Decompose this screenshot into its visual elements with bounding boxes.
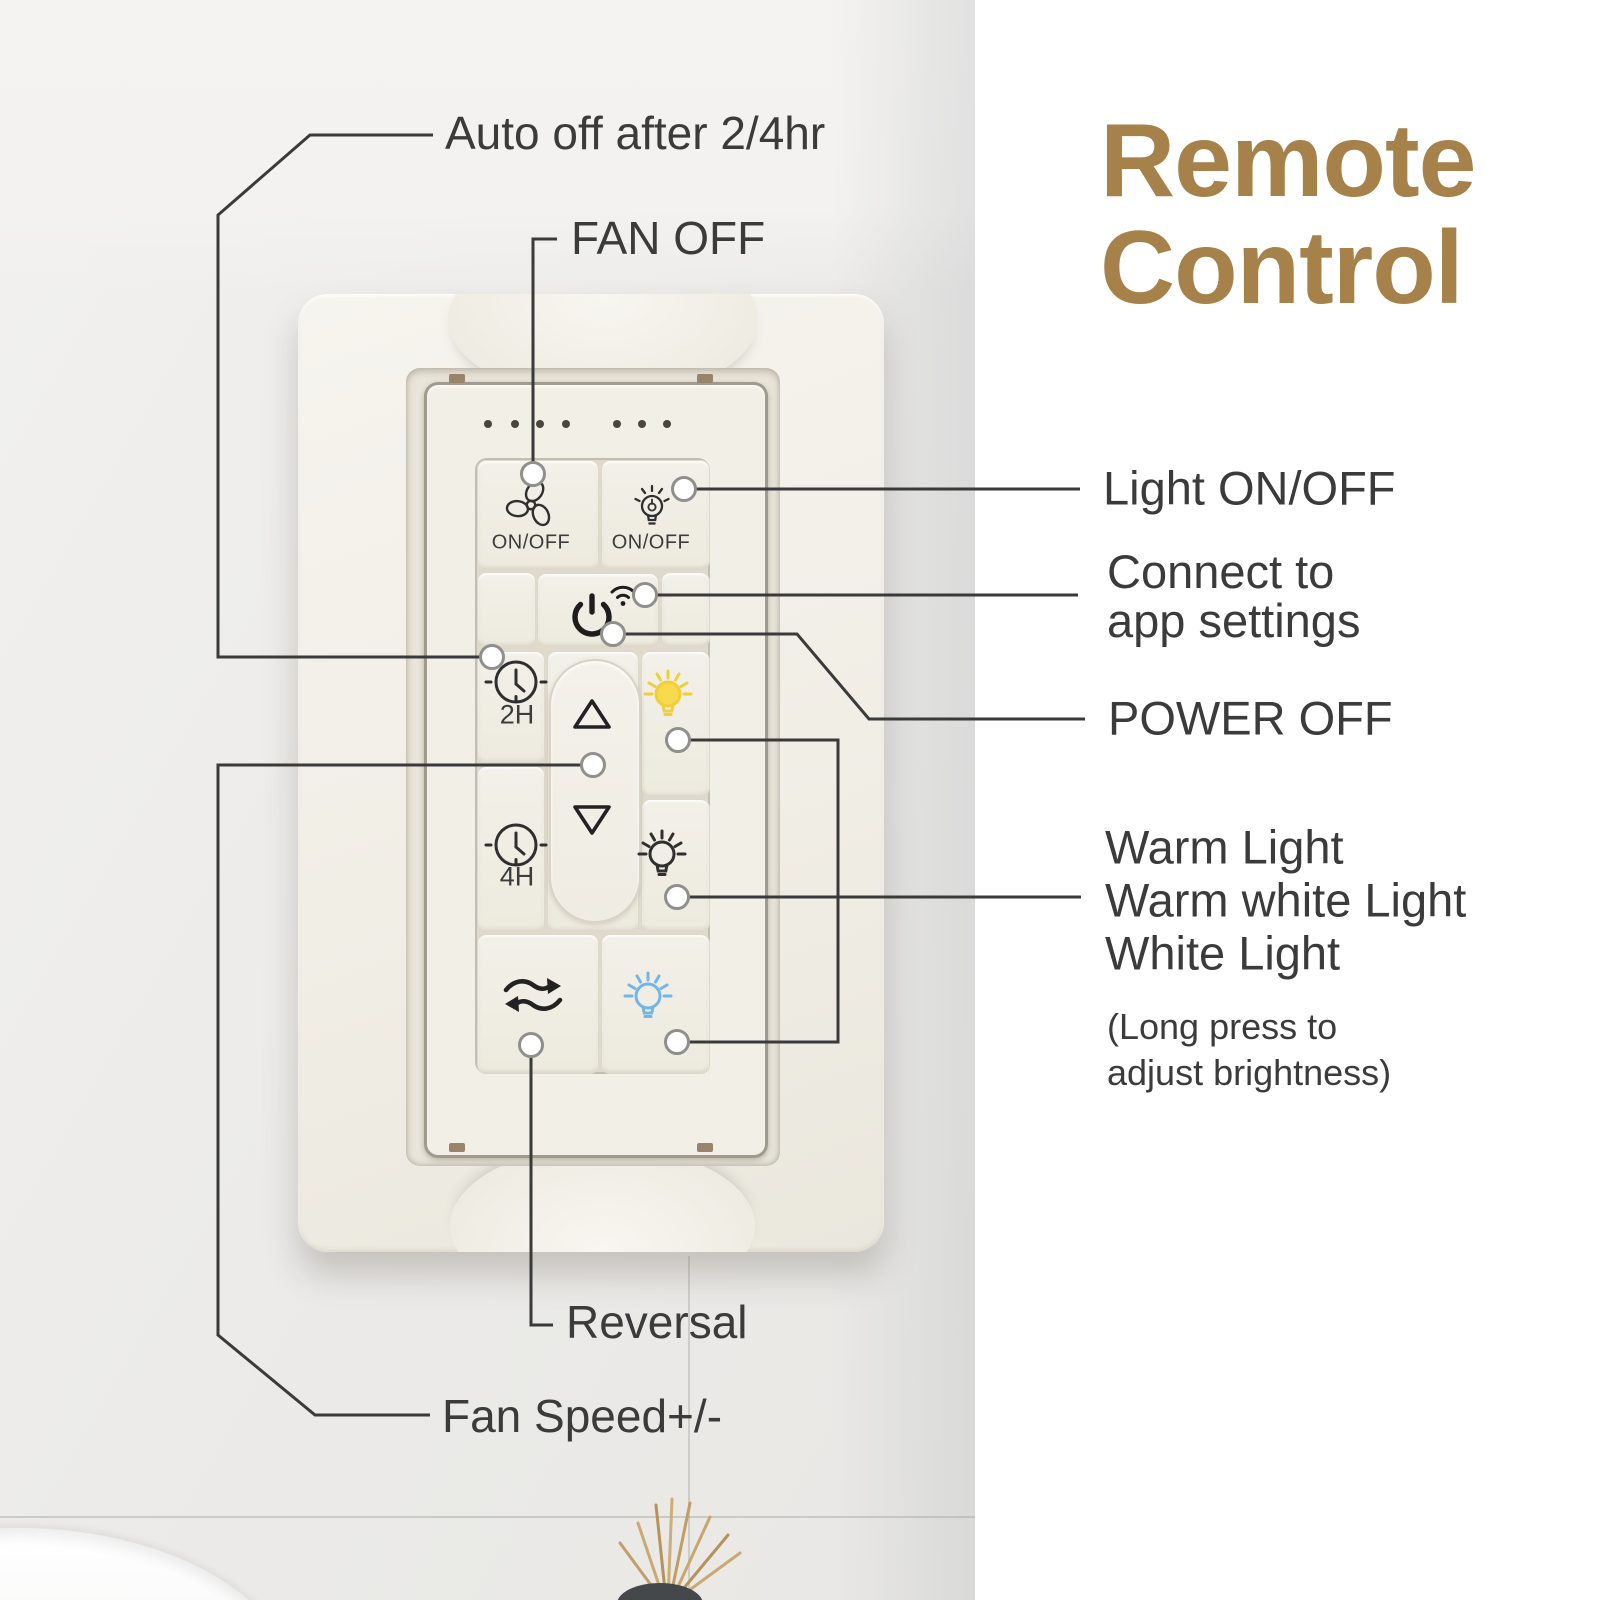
title-line1: Remote — [1100, 103, 1476, 219]
led-indicator — [613, 420, 621, 428]
label-connect-line1: Connect to — [1107, 545, 1335, 598]
diffuser-sticks — [618, 1497, 742, 1600]
keypad-filler — [477, 572, 536, 647]
mount-clip — [449, 374, 465, 383]
label-warm-white-light: Warm white Light — [1105, 873, 1467, 927]
label-long-press-note: (Long press to adjust brightness) — [1107, 1004, 1391, 1096]
label-auto-off: Auto off after 2/4hr — [445, 107, 826, 159]
label-warm-light: Warm Light — [1105, 820, 1344, 874]
page-title: Remote Control — [1100, 103, 1476, 326]
led-indicator — [638, 420, 646, 428]
keypad-filler — [661, 572, 710, 647]
mount-clip — [697, 1143, 713, 1152]
warm-white-bulb-icon — [637, 829, 687, 876]
label-light-onoff: Light ON/OFF — [1103, 461, 1396, 515]
fan-onoff-label: ON/OFF — [491, 531, 571, 554]
arrow-down-icon — [573, 805, 611, 835]
wifi-icon — [610, 585, 636, 606]
warm-light-bulb-icon — [643, 669, 693, 716]
bathtub — [0, 1528, 300, 1600]
title-line2: Control — [1100, 210, 1464, 326]
white-light-bulb-icon — [623, 971, 673, 1018]
light-onoff-label: ON/OFF — [611, 531, 691, 554]
tile-seam-horizontal — [0, 1516, 975, 1518]
mount-clip — [697, 374, 713, 383]
led-indicator — [663, 420, 671, 428]
label-power-off: POWER OFF — [1108, 691, 1393, 745]
led-indicator — [511, 420, 519, 428]
led-indicator — [562, 420, 570, 428]
note-line2: adjust brightness) — [1107, 1052, 1392, 1093]
label-reversal: Reversal — [566, 1296, 748, 1348]
light-bulb-power-icon — [634, 484, 670, 525]
note-line1: (Long press to — [1107, 1006, 1338, 1047]
label-white-light: White Light — [1105, 926, 1341, 980]
led-indicator — [484, 420, 492, 428]
led-indicator — [536, 420, 544, 428]
label-fan-off: FAN OFF — [571, 212, 766, 264]
fan-icon — [505, 480, 551, 527]
timer-4h-label: 4H — [499, 861, 535, 892]
arrow-up-icon — [573, 699, 611, 729]
vase — [617, 1583, 703, 1600]
label-connect-line2: app settings — [1107, 594, 1361, 647]
timer-clock-2h-icon — [484, 660, 548, 704]
tile-seam-vertical — [688, 1256, 690, 1600]
timer-2h-label: 2H — [499, 699, 535, 730]
power-icon — [572, 593, 612, 637]
label-light-modes: Warm Light Warm white Light White Light — [1105, 821, 1466, 980]
label-fan-speed: Fan Speed+/- — [442, 1390, 723, 1442]
mount-clip — [449, 1143, 465, 1152]
reversal-arrows-icon — [503, 978, 563, 1012]
label-connect-to-app: Connect to app settings — [1107, 547, 1360, 645]
